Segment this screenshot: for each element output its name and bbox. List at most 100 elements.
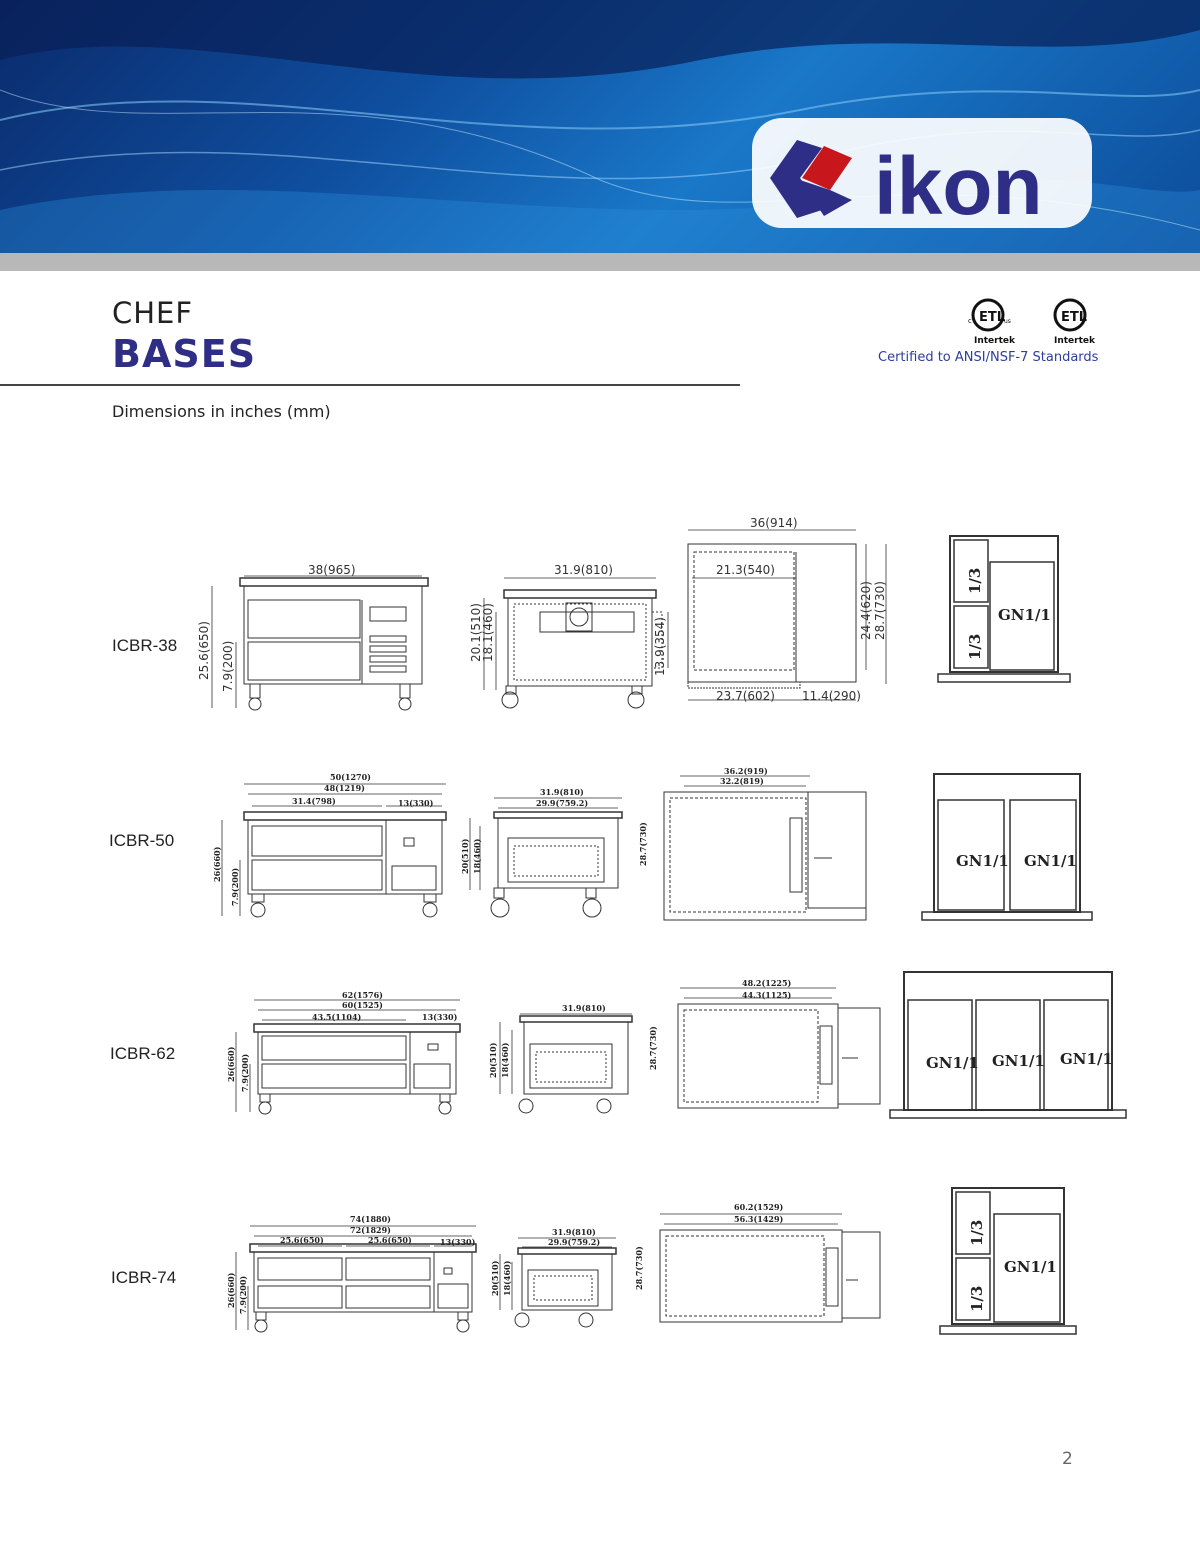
icbr74-w4: 25.6(650) [368, 1235, 412, 1245]
icbr38-pan-layout [937, 535, 1071, 683]
icbr38-top-d1: 24.4(620) [859, 581, 873, 640]
etl-icon: ETL c us ETL Intertek Intertek [968, 298, 1096, 346]
icbr74-pan-3: GN1/1 [1004, 1258, 1057, 1276]
icbr62-height: 26(660) [226, 1046, 236, 1082]
icbr62-pan-1: GN1/1 [926, 1054, 979, 1072]
icbr38-side-width: 31.9(810) [554, 563, 613, 577]
icbr38-pan-3: GN1/1 [998, 606, 1051, 624]
icbr74-side-view [499, 1237, 617, 1328]
icbr50-w1: 50(1270) [330, 772, 371, 782]
icbr50-front-view [221, 783, 447, 918]
icbr62-w3: 43.5(1104) [312, 1012, 362, 1022]
icbr62-pan-2: GN1/1 [992, 1052, 1045, 1070]
icbr38-side-h2: 18.1(460) [481, 603, 495, 662]
etl-marks: ETL c us ETL Intertek Intertek [960, 295, 1100, 347]
model-label: ICBR-38 [112, 636, 178, 655]
title-bases: BASES [112, 332, 257, 376]
icbr62-w2: 60(1525) [342, 1000, 383, 1010]
icbr38-pan-1: 1/3 [966, 568, 984, 594]
icbr62-w4: 13(330) [422, 1012, 458, 1022]
icbr38-top-b1: 23.7(602) [716, 689, 775, 703]
icbr50-w4: 13(330) [398, 798, 434, 808]
icbr74-side-d: 28.7(730) [634, 1246, 644, 1290]
icbr74-top-inner: 56.3(1429) [734, 1214, 784, 1224]
icbr74-side-w1: 31.9(810) [552, 1227, 596, 1237]
icbr50-top-inner: 32.2(819) [720, 776, 764, 786]
icbr62-side-d: 28.7(730) [648, 1026, 658, 1070]
svg-text:ETL: ETL [1061, 310, 1087, 325]
icbr38-pan-2: 1/3 [966, 634, 984, 660]
icbr74-w1: 74(1880) [350, 1214, 391, 1224]
icbr38-top-view [687, 529, 887, 701]
dimension-note: Dimensions in inches (mm) [112, 402, 331, 421]
icbr38-top-inner: 21.3(540) [716, 563, 775, 577]
icbr74-pan-2: 1/3 [968, 1286, 986, 1312]
icbr50-side-h1: 20(510) [460, 838, 470, 874]
title-rule [0, 384, 740, 386]
icbr62-pan-layout [889, 971, 1127, 1119]
icbr38-drawer-height: 7.9(200) [221, 641, 235, 692]
certification-text: Certified to ANSI/NSF-7 Standards [878, 350, 1099, 365]
icbr62-front-view [235, 999, 461, 1115]
icbr38-side-view [483, 577, 669, 709]
icbr62-side-h2: 18(460) [500, 1042, 510, 1078]
icbr74-top-view [659, 1213, 881, 1323]
icbr74-pan-1: 1/3 [968, 1220, 986, 1246]
icbr50-w3: 31.4(798) [292, 796, 336, 806]
icbr74-front-view [235, 1225, 477, 1333]
icbr74-side-w2: 29.9(759.2) [548, 1237, 600, 1247]
icbr74-side-h2: 18(460) [502, 1260, 512, 1296]
icbr50-side-d: 28.7(730) [638, 822, 648, 866]
icbr62-top-outer: 48.2(1225) [742, 978, 792, 988]
icbr50-side-view [469, 797, 623, 918]
icbr38-top-d2: 28.7(730) [873, 581, 887, 640]
icbr74-drawer: 7.9(200) [238, 1276, 248, 1314]
icbr50-drawer: 7.9(200) [230, 868, 240, 906]
icbr62-top-inner: 44.3(1125) [742, 990, 792, 1000]
icbr50-side-w1: 31.9(810) [540, 787, 584, 797]
icbr38-side-h3: 13.9(354) [653, 617, 667, 676]
icbr50-w2: 48(1219) [324, 783, 365, 793]
icbr50-height: 26(660) [212, 846, 222, 882]
icbr38-side-h1: 20.1(510) [469, 603, 483, 662]
intertek-label-1: Intertek [974, 336, 1016, 346]
intertek-label-2: Intertek [1054, 336, 1096, 346]
icbr74-w5: 13(330) [440, 1237, 476, 1247]
icbr62-pan-3: GN1/1 [1060, 1050, 1113, 1068]
icbr50-top-outer: 36.2(919) [724, 766, 768, 776]
ikon-logo-mark: ikon [752, 118, 1092, 232]
page-number: 2 [1062, 1449, 1073, 1469]
model-label: ICBR-62 [110, 1044, 176, 1063]
icbr50-side-w2: 29.9(759.2) [536, 798, 588, 808]
icbr74-w3: 25.6(650) [280, 1235, 324, 1245]
svg-text:c: c [968, 317, 972, 325]
icbr62-w1: 62(1576) [342, 990, 383, 1000]
ikon-logo: ikon [752, 118, 1092, 238]
icbr62-side-w1: 31.9(810) [562, 1003, 606, 1013]
model-label: ICBR-74 [111, 1268, 177, 1287]
svg-text:ETL: ETL [979, 310, 1005, 325]
icbr50-pan-1: GN1/1 [956, 852, 1009, 870]
title-chef: CHEF [112, 296, 194, 330]
icbr62-side-h1: 20(510) [488, 1042, 498, 1078]
icbr74-w2: 72(1829) [350, 1225, 391, 1235]
icbr50-pan-layout [921, 773, 1093, 921]
icbr38-top-b2: 11.4(290) [802, 689, 861, 703]
svg-text:us: us [1004, 318, 1011, 325]
icbr38-top-outer: 36(914) [750, 516, 798, 530]
icbr62-top-view [677, 987, 881, 1109]
icbr50-top-view [663, 775, 867, 921]
icbr38-front-width: 38(965) [308, 563, 356, 577]
icbr74-top-outer: 60.2(1529) [734, 1202, 784, 1212]
icbr62-drawer: 7.9(200) [240, 1054, 250, 1092]
icbr50-side-h2: 18(460) [472, 838, 482, 874]
icbr62-side-view [499, 1013, 633, 1114]
icbr74-pan-layout [939, 1187, 1077, 1335]
icbr74-side-h1: 20(510) [490, 1260, 500, 1296]
model-label: ICBR-50 [109, 831, 175, 850]
icbr38-front-height: 25.6(650) [197, 621, 211, 680]
icbr74-height: 26(660) [226, 1272, 236, 1308]
divider-bar [0, 253, 1200, 271]
logo-text: ikon [874, 141, 1043, 232]
